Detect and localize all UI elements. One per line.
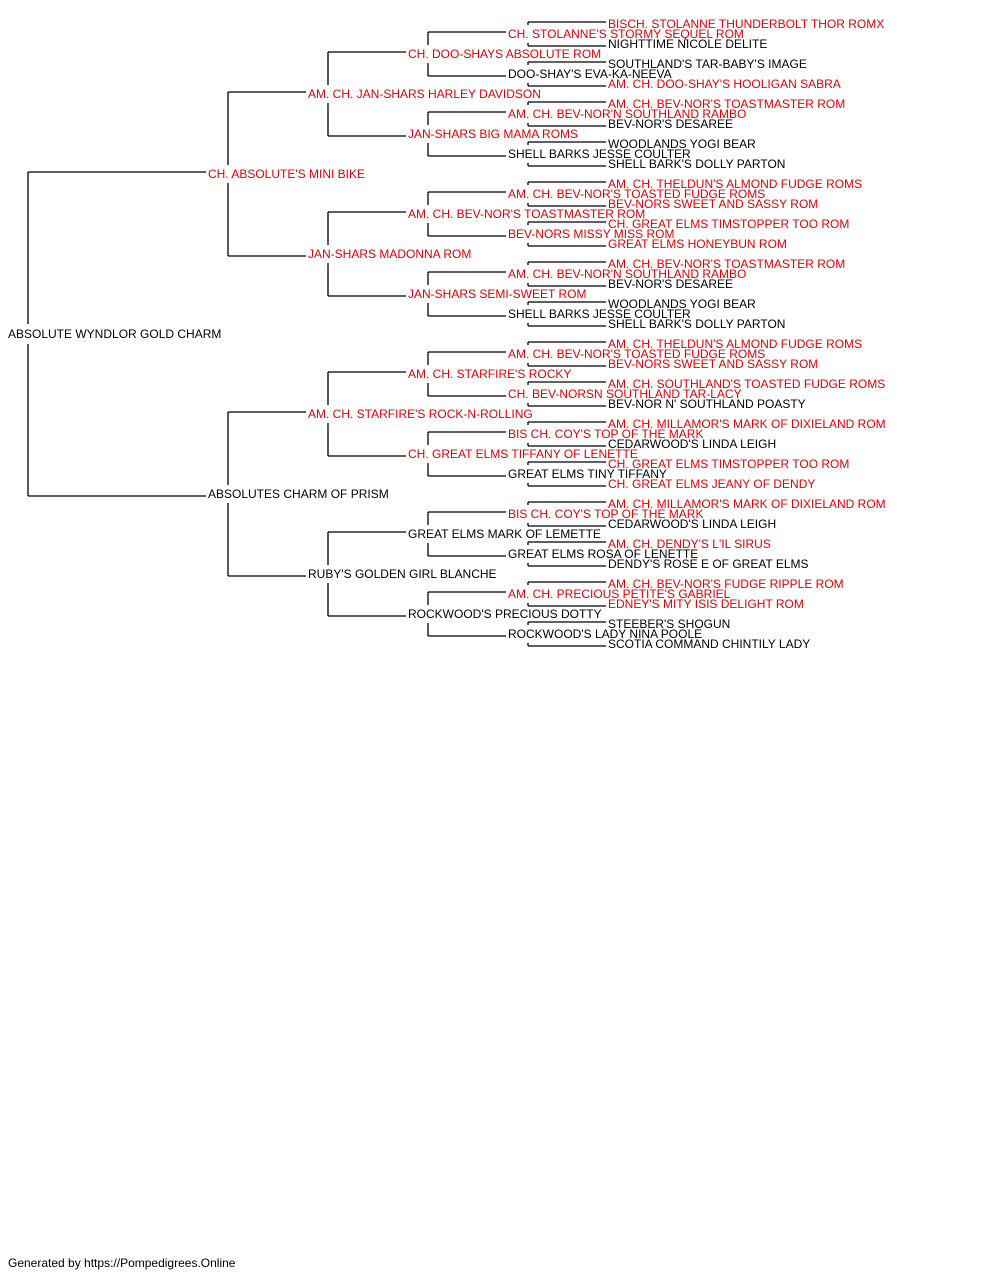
- dog-name-gen5: SOUTHLAND'S TAR-BABY'S IMAGE: [608, 57, 807, 71]
- dog-name-gen5: AM. CH. THELDUN'S ALMOND FUDGE ROMS: [608, 337, 862, 351]
- dog-name-gen4: AM. CH. BEV-NOR'N SOUTHLAND RAMBO: [508, 267, 746, 281]
- dog-name-gen2: RUBY'S GOLDEN GIRL BLANCHE: [308, 567, 497, 581]
- dog-name-gen2: JAN-SHARS MADONNA ROM: [308, 247, 471, 261]
- dog-name-gen5: CEDARWOOD'S LINDA LEIGH: [608, 517, 776, 531]
- dog-name-gen5: BEV-NORS SWEET AND SASSY ROM: [608, 197, 818, 211]
- dog-name-gen0: ABSOLUTE WYNDLOR GOLD CHARM: [8, 327, 221, 341]
- dog-name-gen5: EDNEY'S MITY ISIS DELIGHT ROM: [608, 597, 804, 611]
- dog-name-gen5: AM. CH. DOO-SHAY'S HOOLIGAN SABRA: [608, 77, 841, 91]
- dog-name-gen4: BIS CH. COY'S TOP OF THE MARK: [508, 427, 703, 441]
- dog-name-gen5: AM. CH. DENDY'S L'IL SIRUS: [608, 537, 771, 551]
- dog-name-gen3: JAN-SHARS SEMI-SWEET ROM: [408, 287, 586, 301]
- dog-name-gen3: AM. CH. STARFIRE'S ROCKY: [408, 367, 571, 381]
- dog-name-gen5: CH. GREAT ELMS TIMSTOPPER TOO ROM: [608, 217, 849, 231]
- dog-name-gen3: GREAT ELMS MARK OF LEMETTE: [408, 527, 601, 541]
- dog-name-gen2: AM. CH. STARFIRE'S ROCK-N-ROLLING: [308, 407, 533, 421]
- dog-name-gen5: DENDY'S ROSE E OF GREAT ELMS: [608, 557, 809, 571]
- dog-name-gen4: AM. CH. BEV-NOR'S TOASTED FUDGE ROMS: [508, 347, 765, 361]
- dog-name-gen3: CH. GREAT ELMS TIFFANY OF LENETTE: [408, 447, 638, 461]
- dog-name-gen5: AM. CH. MILLAMOR'S MARK OF DIXIELAND ROM: [608, 497, 886, 511]
- dog-name-gen4: AM. CH. BEV-NOR'N SOUTHLAND RAMBO: [508, 107, 746, 121]
- dog-name-gen5: STEEBER'S SHOGUN: [608, 617, 730, 631]
- dog-name-gen4: CH. STOLANNE'S STORMY SEQUEL ROM: [508, 27, 744, 41]
- dog-name-gen5: AM. CH. SOUTHLAND'S TOASTED FUDGE ROMS: [608, 377, 885, 391]
- dog-name-gen5: CH. GREAT ELMS JEANY OF DENDY: [608, 477, 815, 491]
- dog-name-gen3: ROCKWOOD'S PRECIOUS DOTTY: [408, 607, 602, 621]
- dog-name-gen5: BEV-NOR'S DESAREE: [608, 117, 733, 131]
- dog-name-gen5: CEDARWOOD'S LINDA LEIGH: [608, 437, 776, 451]
- dog-name-gen1: ABSOLUTES CHARM OF PRISM: [208, 487, 389, 501]
- dog-name-gen5: NIGHTTIME NICOLE DELITE: [608, 37, 767, 51]
- dog-name-gen5: SHELL BARK'S DOLLY PARTON: [608, 317, 785, 331]
- dog-name-gen5: CH. GREAT ELMS TIMSTOPPER TOO ROM: [608, 457, 849, 471]
- dog-name-gen4: DOO-SHAY'S EVA-KA-NEEVA: [508, 67, 672, 81]
- dog-name-gen4: AM. CH. BEV-NOR'S TOASTED FUDGE ROMS: [508, 187, 765, 201]
- generated-by-footer: Generated by https://Pompedigrees.Online: [8, 1256, 236, 1270]
- dog-name-gen5: BEV-NORS SWEET AND SASSY ROM: [608, 357, 818, 371]
- dog-name-gen3: JAN-SHARS BIG MAMA ROMS: [408, 127, 578, 141]
- dog-name-gen5: GREAT ELMS HONEYBUN ROM: [608, 237, 787, 251]
- dog-name-gen5: AM. CH. THELDUN'S ALMOND FUDGE ROMS: [608, 177, 862, 191]
- dog-name-gen5: BISCH. STOLANNE THUNDERBOLT THOR ROMX: [608, 17, 884, 31]
- dog-name-gen5: BEV-NOR N' SOUTHLAND POASTY: [608, 397, 806, 411]
- dog-name-gen4: CH. BEV-NORSN SOUTHLAND TAR-LACY: [508, 387, 742, 401]
- dog-name-gen5: WOODLANDS YOGI BEAR: [608, 137, 756, 151]
- dog-name-gen4: GREAT ELMS ROSA OF LENETTE: [508, 547, 698, 561]
- dog-name-gen5: BEV-NOR'S DESAREE: [608, 277, 733, 291]
- dog-name-gen5: AM. CH. BEV-NOR'S FUDGE RIPPLE ROM: [608, 577, 844, 591]
- dog-name-gen4: SHELL BARKS JESSE COULTER: [508, 307, 691, 321]
- dog-name-gen5: AM. CH. BEV-NOR'S TOASTMASTER ROM: [608, 257, 845, 271]
- dog-name-gen5: AM. CH. MILLAMOR'S MARK OF DIXIELAND ROM: [608, 417, 886, 431]
- dog-name-gen4: SHELL BARKS JESSE COULTER: [508, 147, 691, 161]
- dog-name-gen5: WOODLANDS YOGI BEAR: [608, 297, 756, 311]
- dog-name-gen3: AM. CH. BEV-NOR'S TOASTMASTER ROM: [408, 207, 645, 221]
- dog-name-gen5: SCOTIA COMMAND CHINTILY LADY: [608, 637, 810, 651]
- dog-name-gen4: BIS CH. COY'S TOP OF THE MARK: [508, 507, 703, 521]
- dog-name-gen1: CH. ABSOLUTE'S MINI BIKE: [208, 167, 365, 181]
- dog-name-gen4: BEV-NORS MISSY MISS ROM: [508, 227, 674, 241]
- dog-name-gen5: AM. CH. BEV-NOR'S TOASTMASTER ROM: [608, 97, 845, 111]
- dog-name-gen2: AM. CH. JAN-SHARS HARLEY DAVIDSON: [308, 87, 541, 101]
- dog-name-gen3: CH. DOO-SHAYS ABSOLUTE ROM: [408, 47, 601, 61]
- dog-name-gen5: SHELL BARK'S DOLLY PARTON: [608, 157, 785, 171]
- dog-name-gen4: ROCKWOOD'S LADY NINA POOLE: [508, 627, 702, 641]
- dog-name-gen4: GREAT ELMS TINY TIFFANY: [508, 467, 667, 481]
- dog-name-gen4: AM. CH. PRECIOUS PETITE'S GABRIEL: [508, 587, 731, 601]
